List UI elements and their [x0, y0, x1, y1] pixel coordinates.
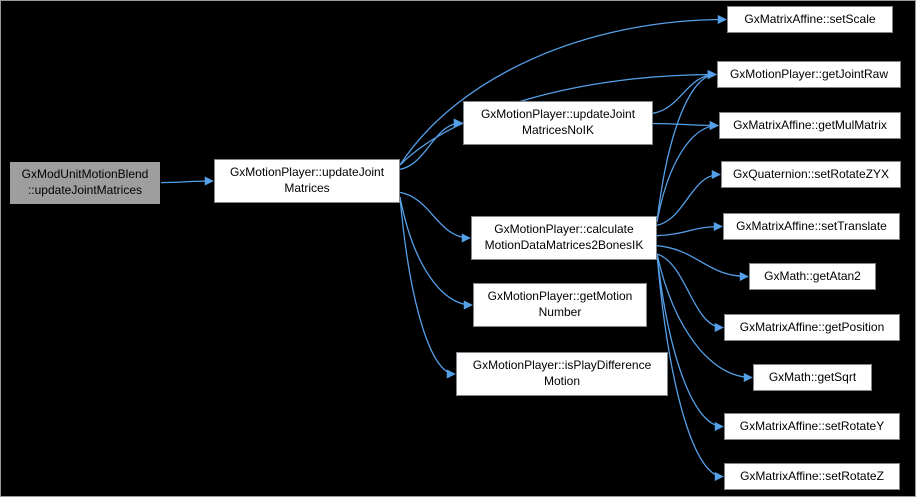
node-label: GxMatrixAffine::getPosition: [739, 319, 885, 334]
graph-node-gxmatrixaffine-setscale[interactable]: GxMatrixAffine::setScale: [727, 6, 893, 33]
node-label: GxMatrixAffine::getMulMatrix: [733, 117, 887, 132]
edge-calc-to-setrotatezyx: [656, 169, 721, 226]
node-label: GxMatrixAffine::setRotateY: [739, 418, 885, 433]
graph-node-gxmotionplayer-updatejointmatricesnoik[interactable]: GxMotionPlayer::updateJoint MatricesNoIK: [463, 101, 653, 145]
edge-calc-to-setrotatey: [656, 253, 724, 432]
node-label: GxMath::getSqrt: [768, 369, 857, 384]
node-label: GxMotionPlayer::getJointRaw: [729, 66, 889, 81]
edge-noik-to-getmulmatrix: [652, 120, 719, 131]
edge-blend-to-update: [160, 176, 214, 186]
edge-calc-to-getposition: [656, 253, 724, 333]
edge-calc-to-getatan2: [656, 245, 749, 282]
graph-node-gxmatrixaffine-getposition[interactable]: GxMatrixAffine::getPosition: [724, 314, 900, 341]
node-label: GxMath::getAtan2: [764, 268, 861, 283]
graph-node-gxmatrixaffine-getmulmatrix[interactable]: GxMatrixAffine::getMulMatrix: [719, 112, 901, 139]
graph-node-gxmatrixaffine-setrotatey[interactable]: GxMatrixAffine::setRotateY: [724, 413, 900, 440]
graph-node-gxmath-getsqrt[interactable]: GxMath::getSqrt: [753, 364, 872, 391]
node-label: GxMotionPlayer::updateJoint MatricesNoIK: [480, 107, 636, 137]
node-label: GxQuaternion::setRotateZYX: [732, 166, 890, 181]
graph-node-gxmatrixaffine-setrotatez[interactable]: GxMatrixAffine::setRotateZ: [724, 463, 900, 490]
edge-update-to-calc: [399, 191, 471, 243]
graph-node-gxmodunitmotionblend-updatejointmatrices: GxModUnitMotionBlend ::updateJointMatric…: [9, 161, 161, 205]
graph-node-gxmotionplayer-isplaydifferencemotion[interactable]: GxMotionPlayer::isPlayDifference Motion: [456, 352, 668, 396]
graph-node-gxmath-getatan2[interactable]: GxMath::getAtan2: [749, 263, 876, 290]
graph-node-gxmotionplayer-calculatemotiondatamatrices2bonesik[interactable]: GxMotionPlayer::calculate MotionDataMatr…: [471, 216, 657, 260]
graph-node-gxmotionplayer-getmotionnumber[interactable]: GxMotionPlayer::getMotion Number: [473, 283, 647, 327]
edge-calc-to-getmulmatrix: [656, 120, 719, 223]
edge-update-to-noik: [399, 118, 463, 171]
node-label: GxMotionPlayer::isPlayDifference Motion: [472, 358, 652, 388]
edge-update-to-isplaydiff: [399, 196, 456, 379]
graph-node-gxmatrixaffine-settranslate[interactable]: GxMatrixAffine::setTranslate: [723, 213, 900, 240]
node-label: GxMatrixAffine::setScale: [744, 11, 876, 26]
graph-node-gxquaternion-setrotatezyx[interactable]: GxQuaternion::setRotateZYX: [721, 161, 901, 188]
edge-calc-to-getjointraw: [656, 69, 717, 223]
graph-node-gxmotionplayer-updatejointmatrices[interactable]: GxMotionPlayer::updateJoint Matrices: [214, 159, 400, 203]
node-label: GxMotionPlayer::calculate MotionDataMatr…: [484, 222, 644, 252]
node-label: GxMotionPlayer::getMotion Number: [487, 289, 633, 319]
edge-noik-to-getjointraw: [652, 69, 717, 114]
node-label: GxMatrixAffine::setRotateZ: [740, 468, 884, 483]
graph-node-gxmotionplayer-getjointraw[interactable]: GxMotionPlayer::getJointRaw: [717, 61, 901, 88]
edge-calc-to-settranslate: [656, 221, 723, 237]
node-label: GxModUnitMotionBlend ::updateJointMatric…: [21, 167, 149, 197]
node-label: GxMatrixAffine::setTranslate: [736, 218, 887, 233]
node-label: GxMotionPlayer::updateJoint Matrices: [229, 165, 385, 195]
edge-update-to-getmotion: [399, 196, 473, 310]
